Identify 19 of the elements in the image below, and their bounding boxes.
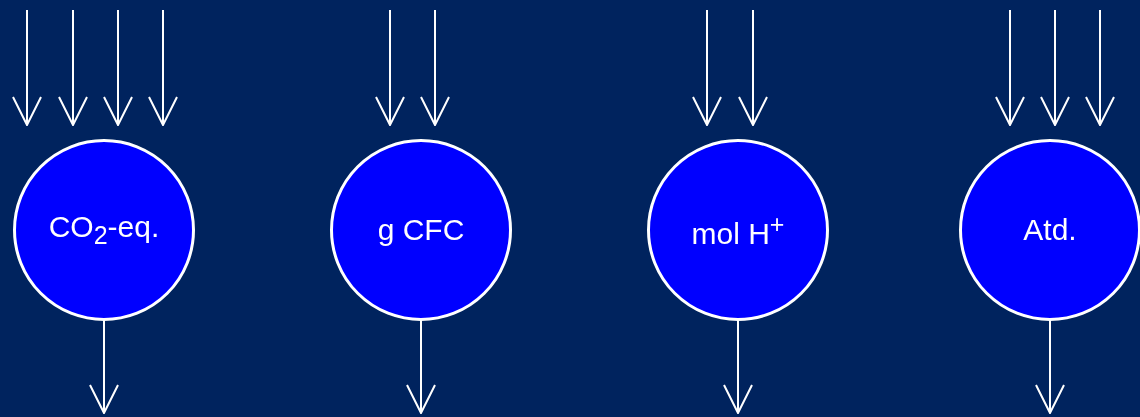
arrow [148,9,178,126]
arrow [12,9,42,126]
arrow [58,9,88,126]
arrow [1085,9,1115,126]
arrow [103,9,133,126]
unit-label: Atd. [1023,213,1077,247]
arrow [995,9,1025,126]
arrow [420,9,450,126]
arrow [738,9,768,126]
unit-label: mol H$^{+}$ [691,209,785,251]
arrow [1035,320,1065,414]
arrow [406,320,436,414]
unit-label: CO$_{2}$-eq. [48,210,160,250]
arrow [1040,9,1070,126]
arrow [375,9,405,126]
arrow [89,320,119,414]
arrow [723,320,753,414]
unit-label: g CFC [377,213,465,247]
arrow [692,9,722,126]
